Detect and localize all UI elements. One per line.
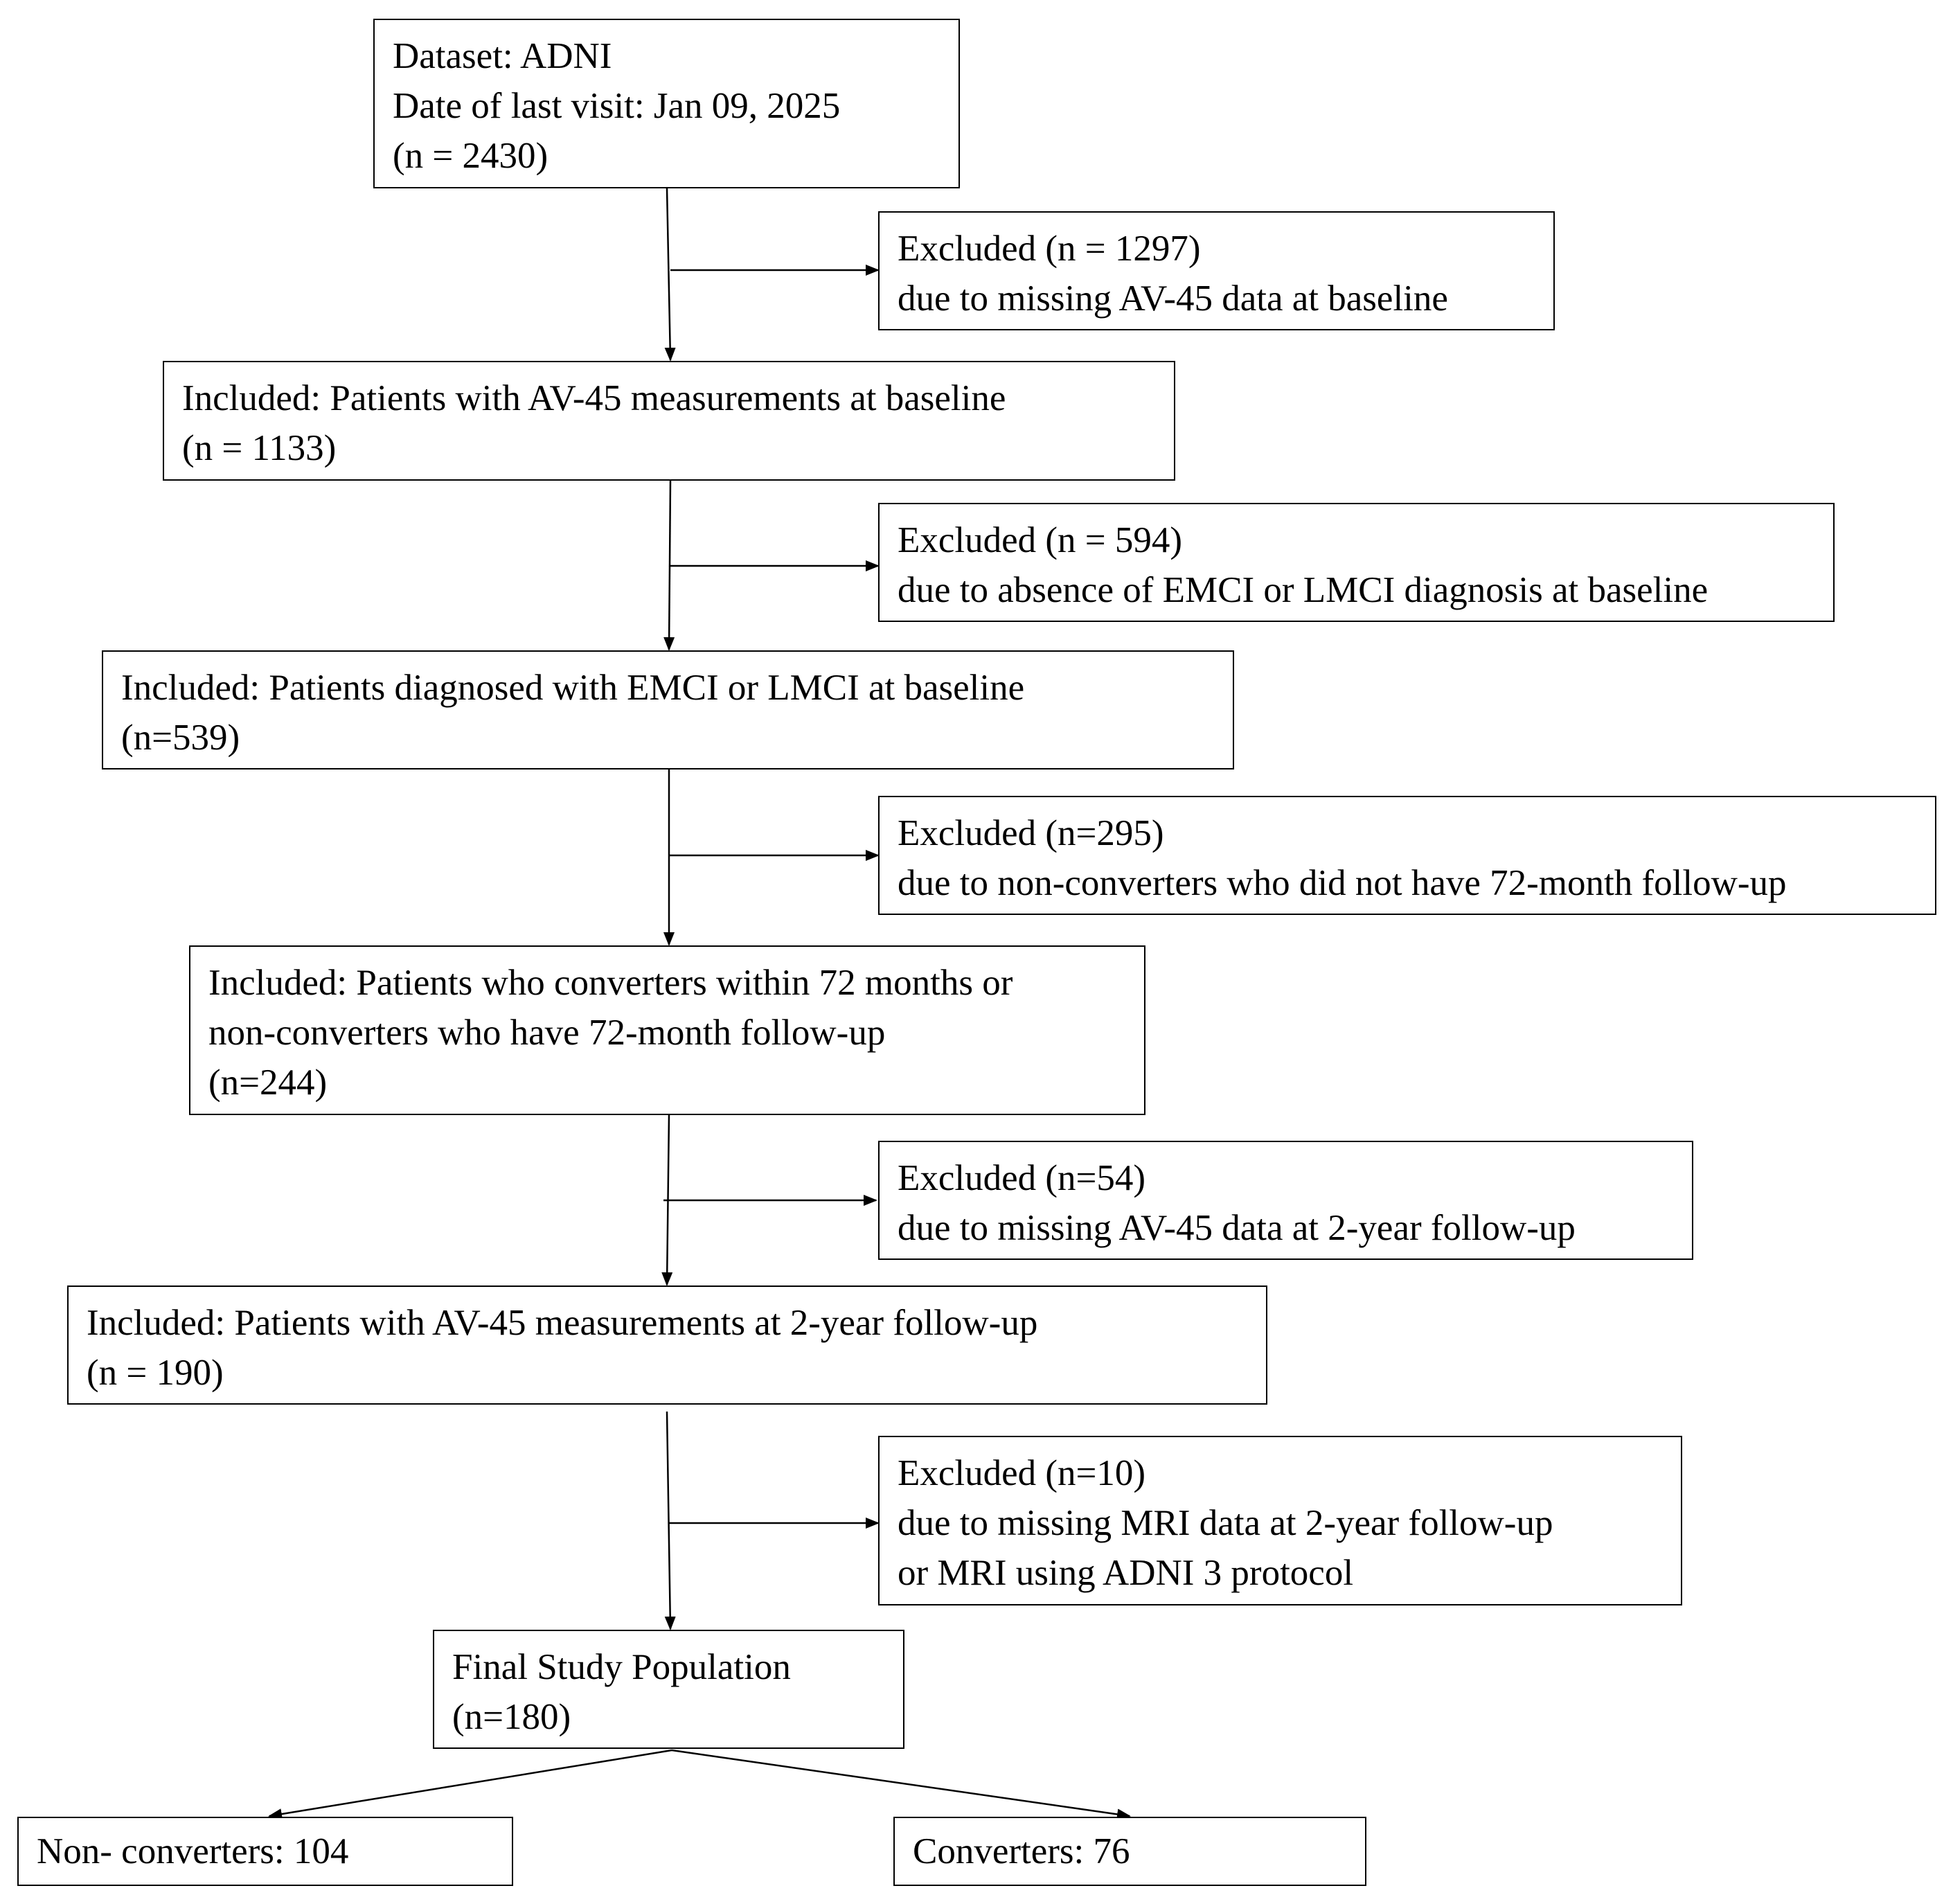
excluded-4-count: Excluded (n=54) [898, 1158, 1146, 1198]
included-1-count: (n = 1133) [182, 428, 337, 468]
included-box-3: Included: Patients who converters within… [189, 945, 1145, 1115]
final-population-label: Final Study Population [452, 1647, 791, 1687]
final-population-box: Final Study Population (n=180) [433, 1630, 904, 1749]
excluded-5-count: Excluded (n=10) [898, 1453, 1146, 1493]
excluded-1-reason: due to missing AV-45 data at baseline [898, 278, 1448, 319]
non-converters-label: Non- converters: 104 [37, 1831, 349, 1871]
last-visit-date: Date of last visit: Jan 09, 2025 [393, 86, 841, 126]
excluded-box-1: Excluded (n = 1297) due to missing AV-45… [878, 211, 1555, 330]
excluded-2-count: Excluded (n = 594) [898, 520, 1183, 560]
excluded-3-reason: due to non-converters who did not have 7… [898, 863, 1787, 903]
non-converters-box: Non- converters: 104 [17, 1817, 513, 1886]
included-box-2: Included: Patients diagnosed with EMCI o… [102, 650, 1234, 769]
excluded-5-reason-line-2: or MRI using ADNI 3 protocol [898, 1553, 1354, 1593]
dataset-name: Dataset: ADNI [393, 36, 612, 76]
converters-box: Converters: 76 [893, 1817, 1366, 1886]
dataset-box: Dataset: ADNI Date of last visit: Jan 09… [373, 19, 960, 188]
excluded-5-reason-line-1: due to missing MRI data at 2-year follow… [898, 1503, 1553, 1543]
included-3-count: (n=244) [208, 1062, 328, 1103]
included-4-description: Included: Patients with AV-45 measuremen… [87, 1303, 1038, 1343]
excluded-box-2: Excluded (n = 594) due to absence of EMC… [878, 503, 1835, 622]
included-box-4: Included: Patients with AV-45 measuremen… [67, 1285, 1267, 1405]
arrow-included-4-to-final [664, 1411, 676, 1630]
excluded-box-4: Excluded (n=54) due to missing AV-45 dat… [878, 1141, 1693, 1260]
included-3-description-line-2: non-converters who have 72-month follow-… [208, 1013, 886, 1053]
included-3-description-line-1: Included: Patients who converters within… [208, 963, 1013, 1003]
excluded-box-5: Excluded (n=10) due to missing MRI data … [878, 1436, 1682, 1605]
included-box-1: Included: Patients with AV-45 measuremen… [163, 361, 1175, 481]
included-4-count: (n = 190) [87, 1353, 224, 1393]
excluded-box-3: Excluded (n=295) due to non-converters w… [878, 796, 1936, 915]
included-2-count: (n=539) [121, 718, 240, 758]
included-1-description: Included: Patients with AV-45 measuremen… [182, 378, 1006, 418]
included-2-description: Included: Patients diagnosed with EMCI o… [121, 668, 1025, 708]
converters-label: Converters: 76 [913, 1831, 1130, 1871]
excluded-1-count: Excluded (n = 1297) [898, 229, 1201, 269]
arrow-start-to-included-1 [664, 188, 676, 362]
excluded-4-reason: due to missing AV-45 data at 2-year foll… [898, 1208, 1576, 1248]
arrow-final-to-non-converters [268, 1749, 672, 1820]
dataset-count: (n = 2430) [393, 136, 549, 176]
final-population-count: (n=180) [452, 1697, 571, 1737]
excluded-2-reason: due to absence of EMCI or LMCI diagnosis… [898, 570, 1709, 610]
arrow-final-to-converters [671, 1749, 1131, 1820]
excluded-3-count: Excluded (n=295) [898, 813, 1164, 853]
